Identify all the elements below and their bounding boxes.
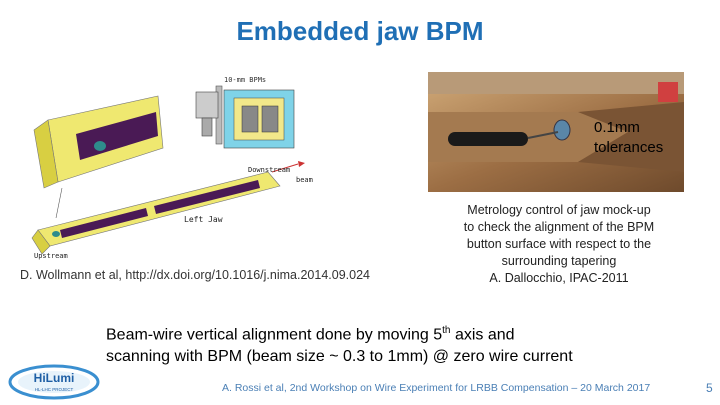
statement-line-2: scanning with BPM (beam size ~ 0.3 to 1m… — [106, 348, 573, 366]
logo-subtext: HL-LHC PROJECT — [35, 387, 74, 392]
jaw-schematic-figure: 10-mm BPMs Downstream beam Left Jaw Upst… — [28, 70, 358, 260]
alignment-statement: Beam-wire vertical alignment done by mov… — [106, 320, 573, 368]
hilumi-logo: HiLumi HL-LHC PROJECT — [8, 362, 100, 400]
beam-label: beam — [296, 176, 313, 184]
footer-citation: A. Rossi et al, 2nd Workshop on Wire Exp… — [222, 382, 651, 394]
tolerance-value: 0.1mm — [594, 119, 640, 136]
metrology-photo — [428, 72, 684, 192]
slide-title: Embedded jaw BPM — [236, 16, 484, 46]
tolerance-word: tolerances — [594, 139, 664, 156]
page-number: 5 — [706, 381, 713, 395]
left-jaw-drawing — [31, 171, 281, 255]
statement-text: axis and — [450, 326, 515, 344]
metrology-caption: Metrology control of jaw mock-up to chec… — [446, 202, 672, 287]
caption-line: surrounding tapering — [501, 254, 617, 268]
downstream-label: Downstream — [248, 166, 290, 174]
ordinal-superscript: th — [442, 325, 451, 336]
tolerance-label: 0.1mm tolerances — [594, 118, 663, 158]
caption-line: Metrology control of jaw mock-up — [467, 203, 651, 217]
caption-credit: A. Dallocchio, IPAC-2011 — [489, 271, 629, 285]
left-jaw-label: Left Jaw — [184, 215, 223, 224]
statement-text: Beam-wire vertical alignment done by mov… — [106, 326, 443, 344]
caption-line: to check the alignment of the BPM — [463, 220, 655, 234]
bpm-detail-drawing — [195, 85, 295, 149]
logo-text: HiLumi — [34, 371, 75, 385]
schematic-credit: D. Wollmann et al, http://dx.doi.org/10.… — [20, 268, 370, 282]
statement-line-1: Beam-wire vertical alignment done by mov… — [106, 320, 573, 346]
bpm-label: 10-mm BPMs — [224, 76, 266, 84]
jaw-closeup-drawing — [33, 95, 164, 189]
caption-line: button surface with respect to the — [466, 237, 652, 251]
upstream-label: Upstream — [34, 252, 68, 260]
